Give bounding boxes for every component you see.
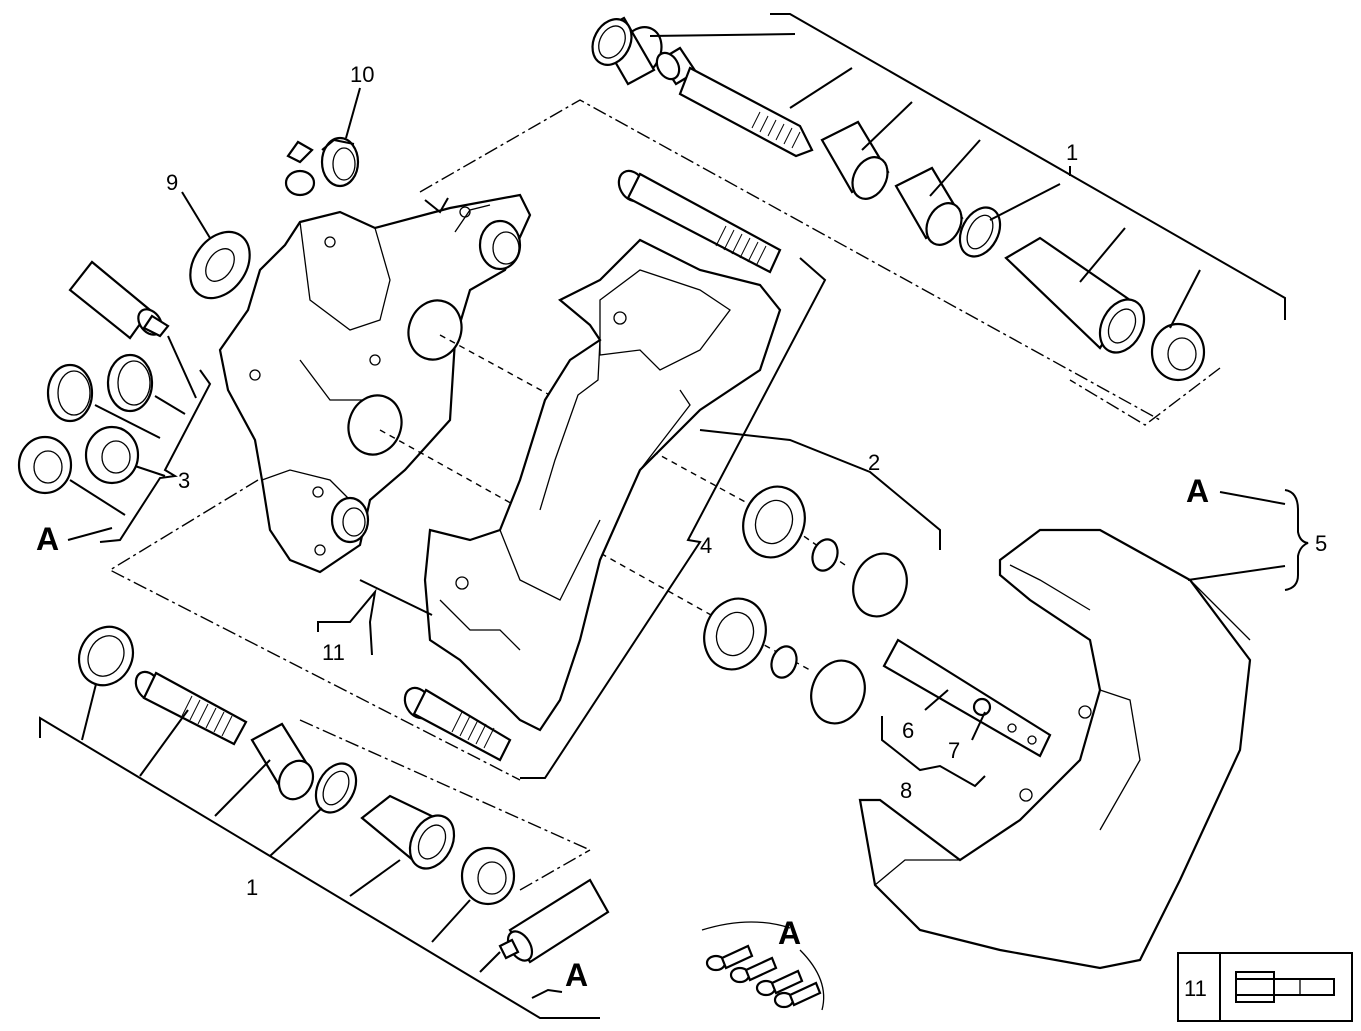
letter-a-left: A bbox=[36, 521, 59, 557]
bottom-kit-envelope bbox=[299, 719, 591, 851]
callout-3: 3 bbox=[178, 468, 190, 493]
callout-8: 8 bbox=[900, 778, 912, 803]
callout-2-bracket bbox=[699, 429, 941, 550]
callout-7: 7 bbox=[948, 738, 960, 763]
piston-seal-lower bbox=[810, 659, 866, 725]
caliper-envelope-top bbox=[419, 99, 1161, 421]
grease-tube-left bbox=[68, 260, 197, 399]
callout-11-bracket bbox=[317, 588, 377, 656]
letter-a-bottom: A bbox=[565, 957, 588, 993]
bracket-bolt-top bbox=[617, 169, 782, 274]
dust-seal-lower bbox=[770, 645, 798, 679]
top-boot bbox=[1150, 269, 1206, 382]
seal-cap-10 bbox=[284, 136, 360, 197]
callout-6: 6 bbox=[902, 718, 914, 743]
top-long-bolt bbox=[655, 46, 853, 158]
top-guide-sleeve bbox=[1004, 227, 1146, 354]
callout-4-bracket bbox=[520, 257, 827, 779]
callout-10: 10 bbox=[350, 62, 374, 87]
left-bushing-1 bbox=[46, 363, 161, 439]
callout-3-bracket bbox=[99, 369, 212, 543]
seal-ring-9 bbox=[189, 230, 251, 300]
bottom-guide-sleeve bbox=[349, 794, 456, 897]
letter-a-screws: A bbox=[778, 915, 801, 951]
callout-4: 4 bbox=[700, 533, 712, 558]
callout-5: 5 bbox=[1315, 531, 1327, 556]
bottom-boot bbox=[431, 846, 516, 943]
callout-8-bracket bbox=[881, 716, 986, 788]
caliper-housing bbox=[218, 193, 532, 574]
bolt-icon bbox=[1235, 971, 1335, 1003]
piston-upper bbox=[742, 485, 806, 559]
bolt-legend: 11 bbox=[1177, 952, 1353, 1022]
left-bushing-2 bbox=[106, 353, 186, 415]
top-bushing bbox=[591, 16, 796, 86]
bracket-bolt-bottom bbox=[403, 686, 512, 762]
callout-1-bottom: 1 bbox=[246, 875, 258, 900]
bottom-guide-pin-kit: 1 bbox=[39, 625, 600, 1019]
top-seal-ring bbox=[958, 183, 1061, 258]
screw-set bbox=[701, 921, 825, 1011]
wear-sensor bbox=[882, 638, 1052, 758]
piston-axis-upper bbox=[439, 334, 761, 511]
callout-11: 11 bbox=[322, 640, 345, 665]
callout-5-brace bbox=[1284, 489, 1309, 591]
caliper-envelope-left bbox=[108, 479, 521, 781]
piston-lower bbox=[703, 597, 767, 671]
legend-number: 11 bbox=[1184, 976, 1207, 1001]
brake-pad bbox=[858, 528, 1252, 970]
top-guide-pin-kit: 1 bbox=[591, 13, 1286, 426]
bottom-sleeve bbox=[214, 722, 315, 817]
top-sleeve-2 bbox=[894, 139, 981, 246]
left-boot-2 bbox=[84, 425, 166, 485]
grease-tube-bottom bbox=[479, 878, 610, 973]
bottom-bushing bbox=[77, 625, 135, 741]
callout-2: 2 bbox=[868, 450, 880, 475]
top-sleeve-1 bbox=[820, 101, 913, 200]
bottom-seal-ring bbox=[269, 762, 358, 857]
carrier-bracket bbox=[423, 238, 782, 732]
callout-9: 9 bbox=[166, 170, 178, 195]
callout-1-top: 1 bbox=[1066, 140, 1078, 165]
piston-axis-lower bbox=[379, 429, 721, 621]
bottom-long-bolt bbox=[134, 670, 248, 777]
piston-seal-upper bbox=[852, 552, 908, 618]
left-boot-1 bbox=[17, 435, 126, 516]
dust-seal-upper bbox=[811, 538, 839, 572]
letter-a-right: A bbox=[1186, 473, 1209, 509]
